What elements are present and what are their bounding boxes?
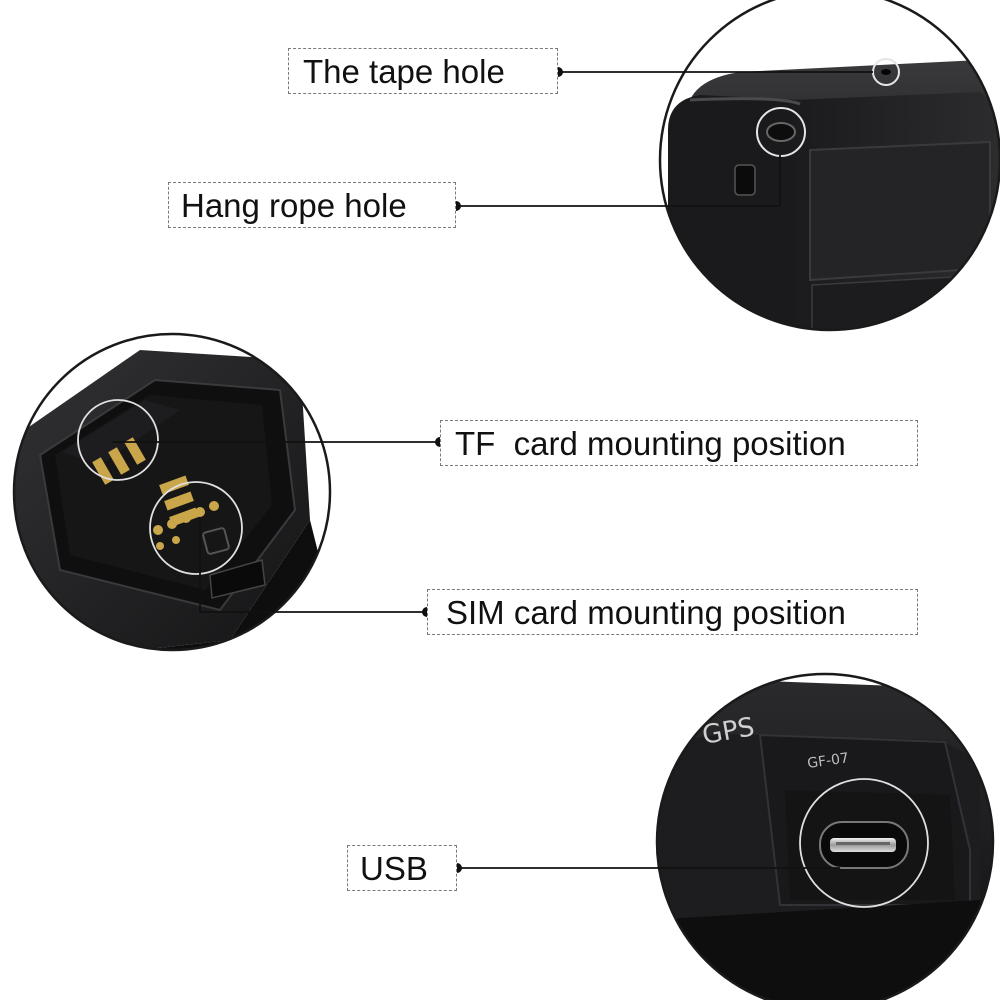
device-model-print: GF-07 <box>806 750 850 772</box>
label-tf-card-position: TF card mounting position <box>440 420 918 466</box>
device-usb-view: GPS GF-07 <box>655 672 995 1005</box>
leader-lines <box>112 71 873 869</box>
label-tape-hole: The tape hole <box>288 48 558 94</box>
label-sim-card-position: SIM card mounting position <box>427 589 918 635</box>
leader-line-sim-card <box>199 520 427 613</box>
label-usb: USB <box>347 845 457 891</box>
device-card-slot-view <box>12 332 332 652</box>
label-hang-rope-hole: Hang rope hole <box>168 182 456 228</box>
device-top-view <box>658 0 1000 332</box>
pcb-contacts <box>92 437 219 550</box>
